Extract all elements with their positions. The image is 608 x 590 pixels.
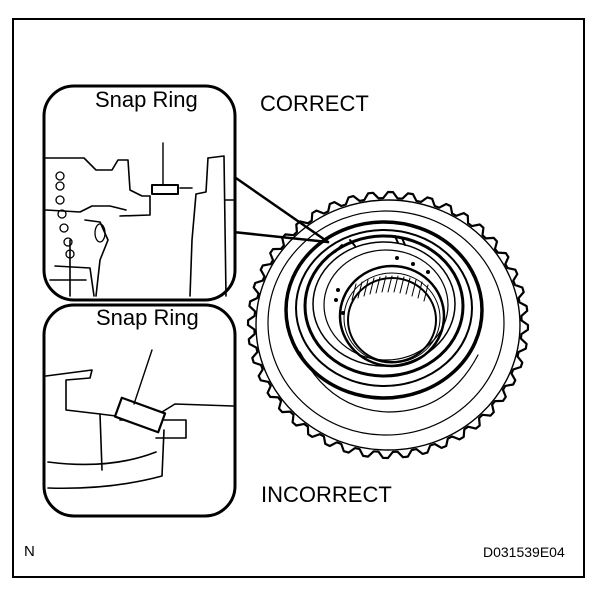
drum-outer-rim bbox=[255, 199, 521, 451]
drum-second-rim bbox=[267, 210, 505, 436]
bearing-ring bbox=[343, 272, 441, 364]
drum-base-contour bbox=[299, 351, 479, 413]
correct-detail-box bbox=[42, 84, 237, 302]
snap-ring-label-bottom: Snap Ring bbox=[96, 305, 199, 330]
hub-ring-3 bbox=[303, 234, 465, 378]
snap-ring-label-top: Snap Ring bbox=[95, 87, 198, 112]
corner-mark: N bbox=[24, 543, 35, 560]
correct-label: CORRECT bbox=[260, 91, 369, 116]
needle-bearing bbox=[351, 275, 429, 302]
clutch-drum bbox=[246, 190, 530, 460]
snap-ring-correct bbox=[151, 184, 179, 195]
hub-ring-outer bbox=[284, 220, 484, 400]
snap-ring-ends bbox=[334, 235, 406, 253]
bore-outer bbox=[338, 264, 446, 368]
snap-ring-incorrect bbox=[113, 396, 167, 434]
figure-code: D031539E04 bbox=[483, 544, 565, 560]
incorrect-detail-box bbox=[42, 303, 237, 518]
bore-inner bbox=[347, 277, 437, 363]
incorrect-label: INCORRECT bbox=[261, 482, 392, 507]
drum-outer-teeth bbox=[246, 190, 530, 460]
leader-bottom bbox=[133, 349, 153, 405]
callout-pointer bbox=[231, 174, 330, 244]
hub-holes bbox=[334, 256, 430, 315]
hub-ring-5 bbox=[323, 249, 449, 361]
hub-ring-2 bbox=[295, 229, 473, 387]
